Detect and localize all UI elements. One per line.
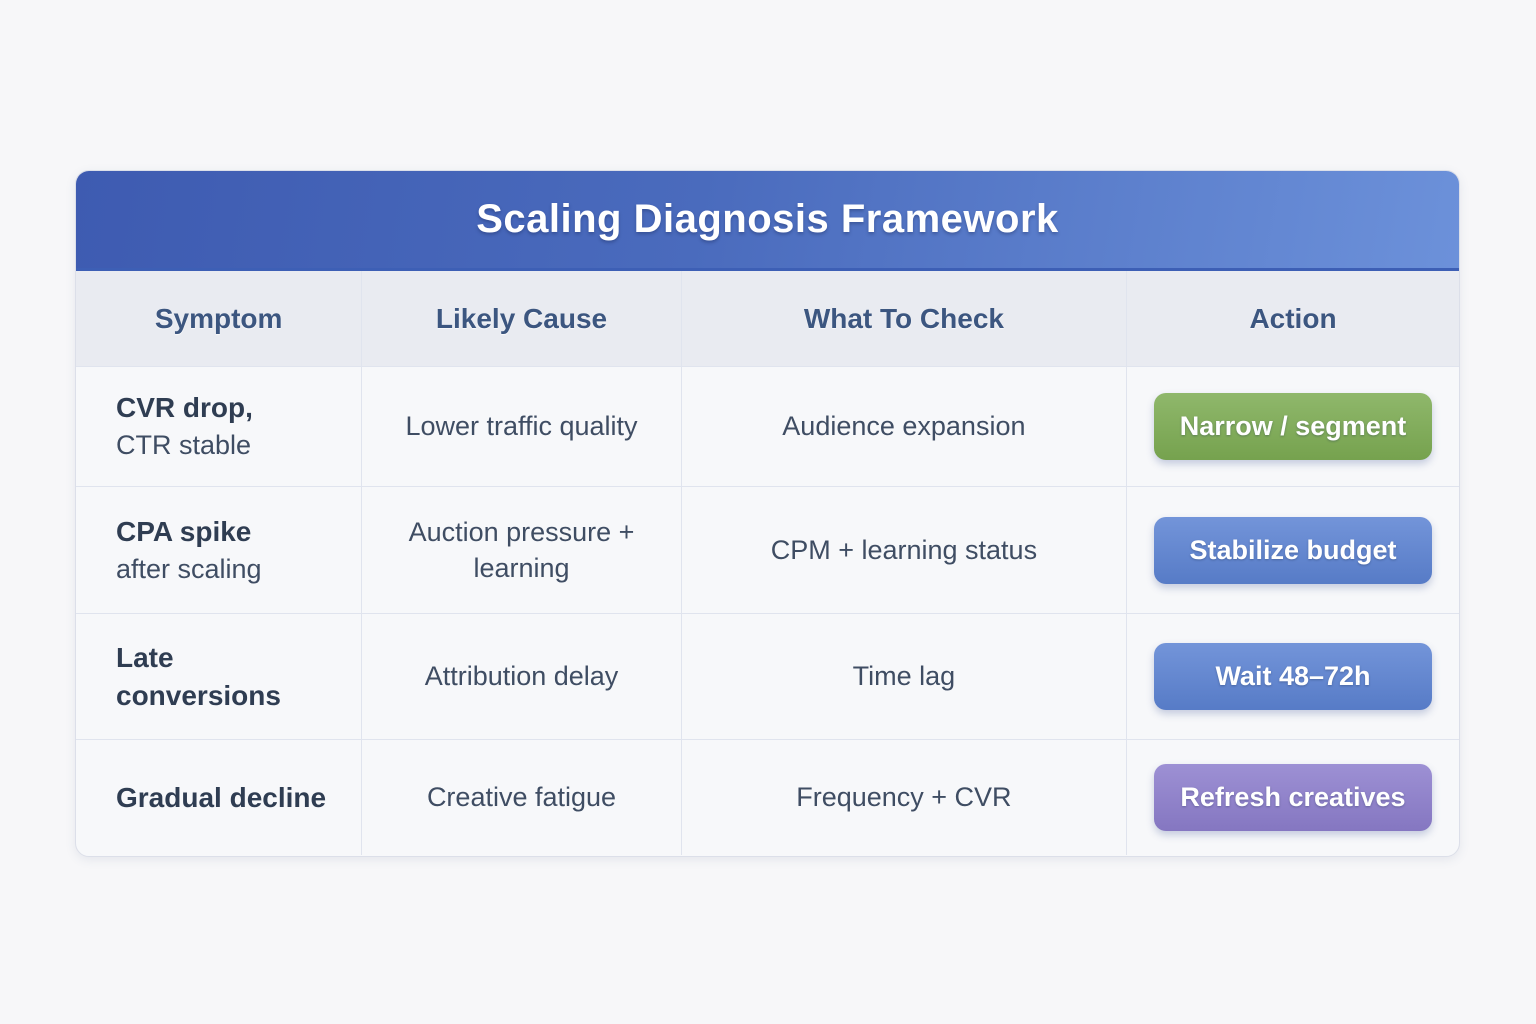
cause-cell: Lower traffic quality bbox=[362, 366, 682, 486]
framework-table: Symptom Likely Cause What To Check Actio… bbox=[76, 271, 1459, 855]
refresh-creatives-button[interactable]: Refresh creatives bbox=[1154, 764, 1432, 831]
action-cell: Refresh creatives bbox=[1127, 739, 1459, 855]
symptom-cell: CVR drop, CTR stable bbox=[76, 366, 363, 486]
title-band: Scaling Diagnosis Framework bbox=[76, 171, 1459, 271]
cause-cell: Attribution delay bbox=[362, 613, 682, 739]
column-header-symptom: Symptom bbox=[76, 271, 363, 366]
symptom-secondary: CTR stable bbox=[116, 430, 252, 461]
check-cell: Time lag bbox=[681, 613, 1128, 739]
symptom-cell: Late conversions bbox=[76, 613, 363, 739]
page-title: Scaling Diagnosis Framework bbox=[476, 197, 1059, 241]
stabilize-budget-button[interactable]: Stabilize budget bbox=[1154, 516, 1432, 584]
column-header-cause: Likely Cause bbox=[362, 271, 682, 366]
symptom-secondary: after scaling bbox=[116, 553, 262, 584]
framework-card: Scaling Diagnosis Framework Symptom Like… bbox=[75, 170, 1460, 857]
cause-text: Auction pressure + learning bbox=[408, 516, 635, 583]
cause-text: Lower traffic quality bbox=[405, 411, 638, 442]
check-cell: Audience expansion bbox=[681, 366, 1128, 486]
action-cell: Narrow / segment bbox=[1127, 366, 1459, 486]
symptom-primary: Gradual decline bbox=[116, 781, 327, 813]
wait-48-72h-button[interactable]: Wait 48–72h bbox=[1154, 643, 1432, 710]
symptom-cell: CPA spike after scaling bbox=[76, 486, 363, 613]
symptom-primary: CVR drop, bbox=[116, 392, 253, 424]
column-header-check: What To Check bbox=[681, 271, 1128, 366]
symptom-cell: Gradual decline bbox=[76, 739, 363, 855]
action-cell: Wait 48–72h bbox=[1127, 613, 1459, 739]
cause-text: Attribution delay bbox=[424, 661, 619, 692]
symptom-primary: Late conversions bbox=[116, 641, 281, 711]
symptom-primary: CPA spike bbox=[116, 515, 252, 547]
check-cell: Frequency + CVR bbox=[681, 739, 1128, 855]
cause-cell: Creative fatigue bbox=[362, 739, 682, 855]
cause-text: Creative fatigue bbox=[426, 782, 617, 813]
check-cell: CPM + learning status bbox=[681, 486, 1128, 613]
cause-cell: Auction pressure + learning bbox=[362, 486, 682, 613]
action-cell: Stabilize budget bbox=[1127, 486, 1459, 613]
column-header-action: Action bbox=[1127, 271, 1459, 366]
narrow-segment-button[interactable]: Narrow / segment bbox=[1154, 393, 1432, 460]
